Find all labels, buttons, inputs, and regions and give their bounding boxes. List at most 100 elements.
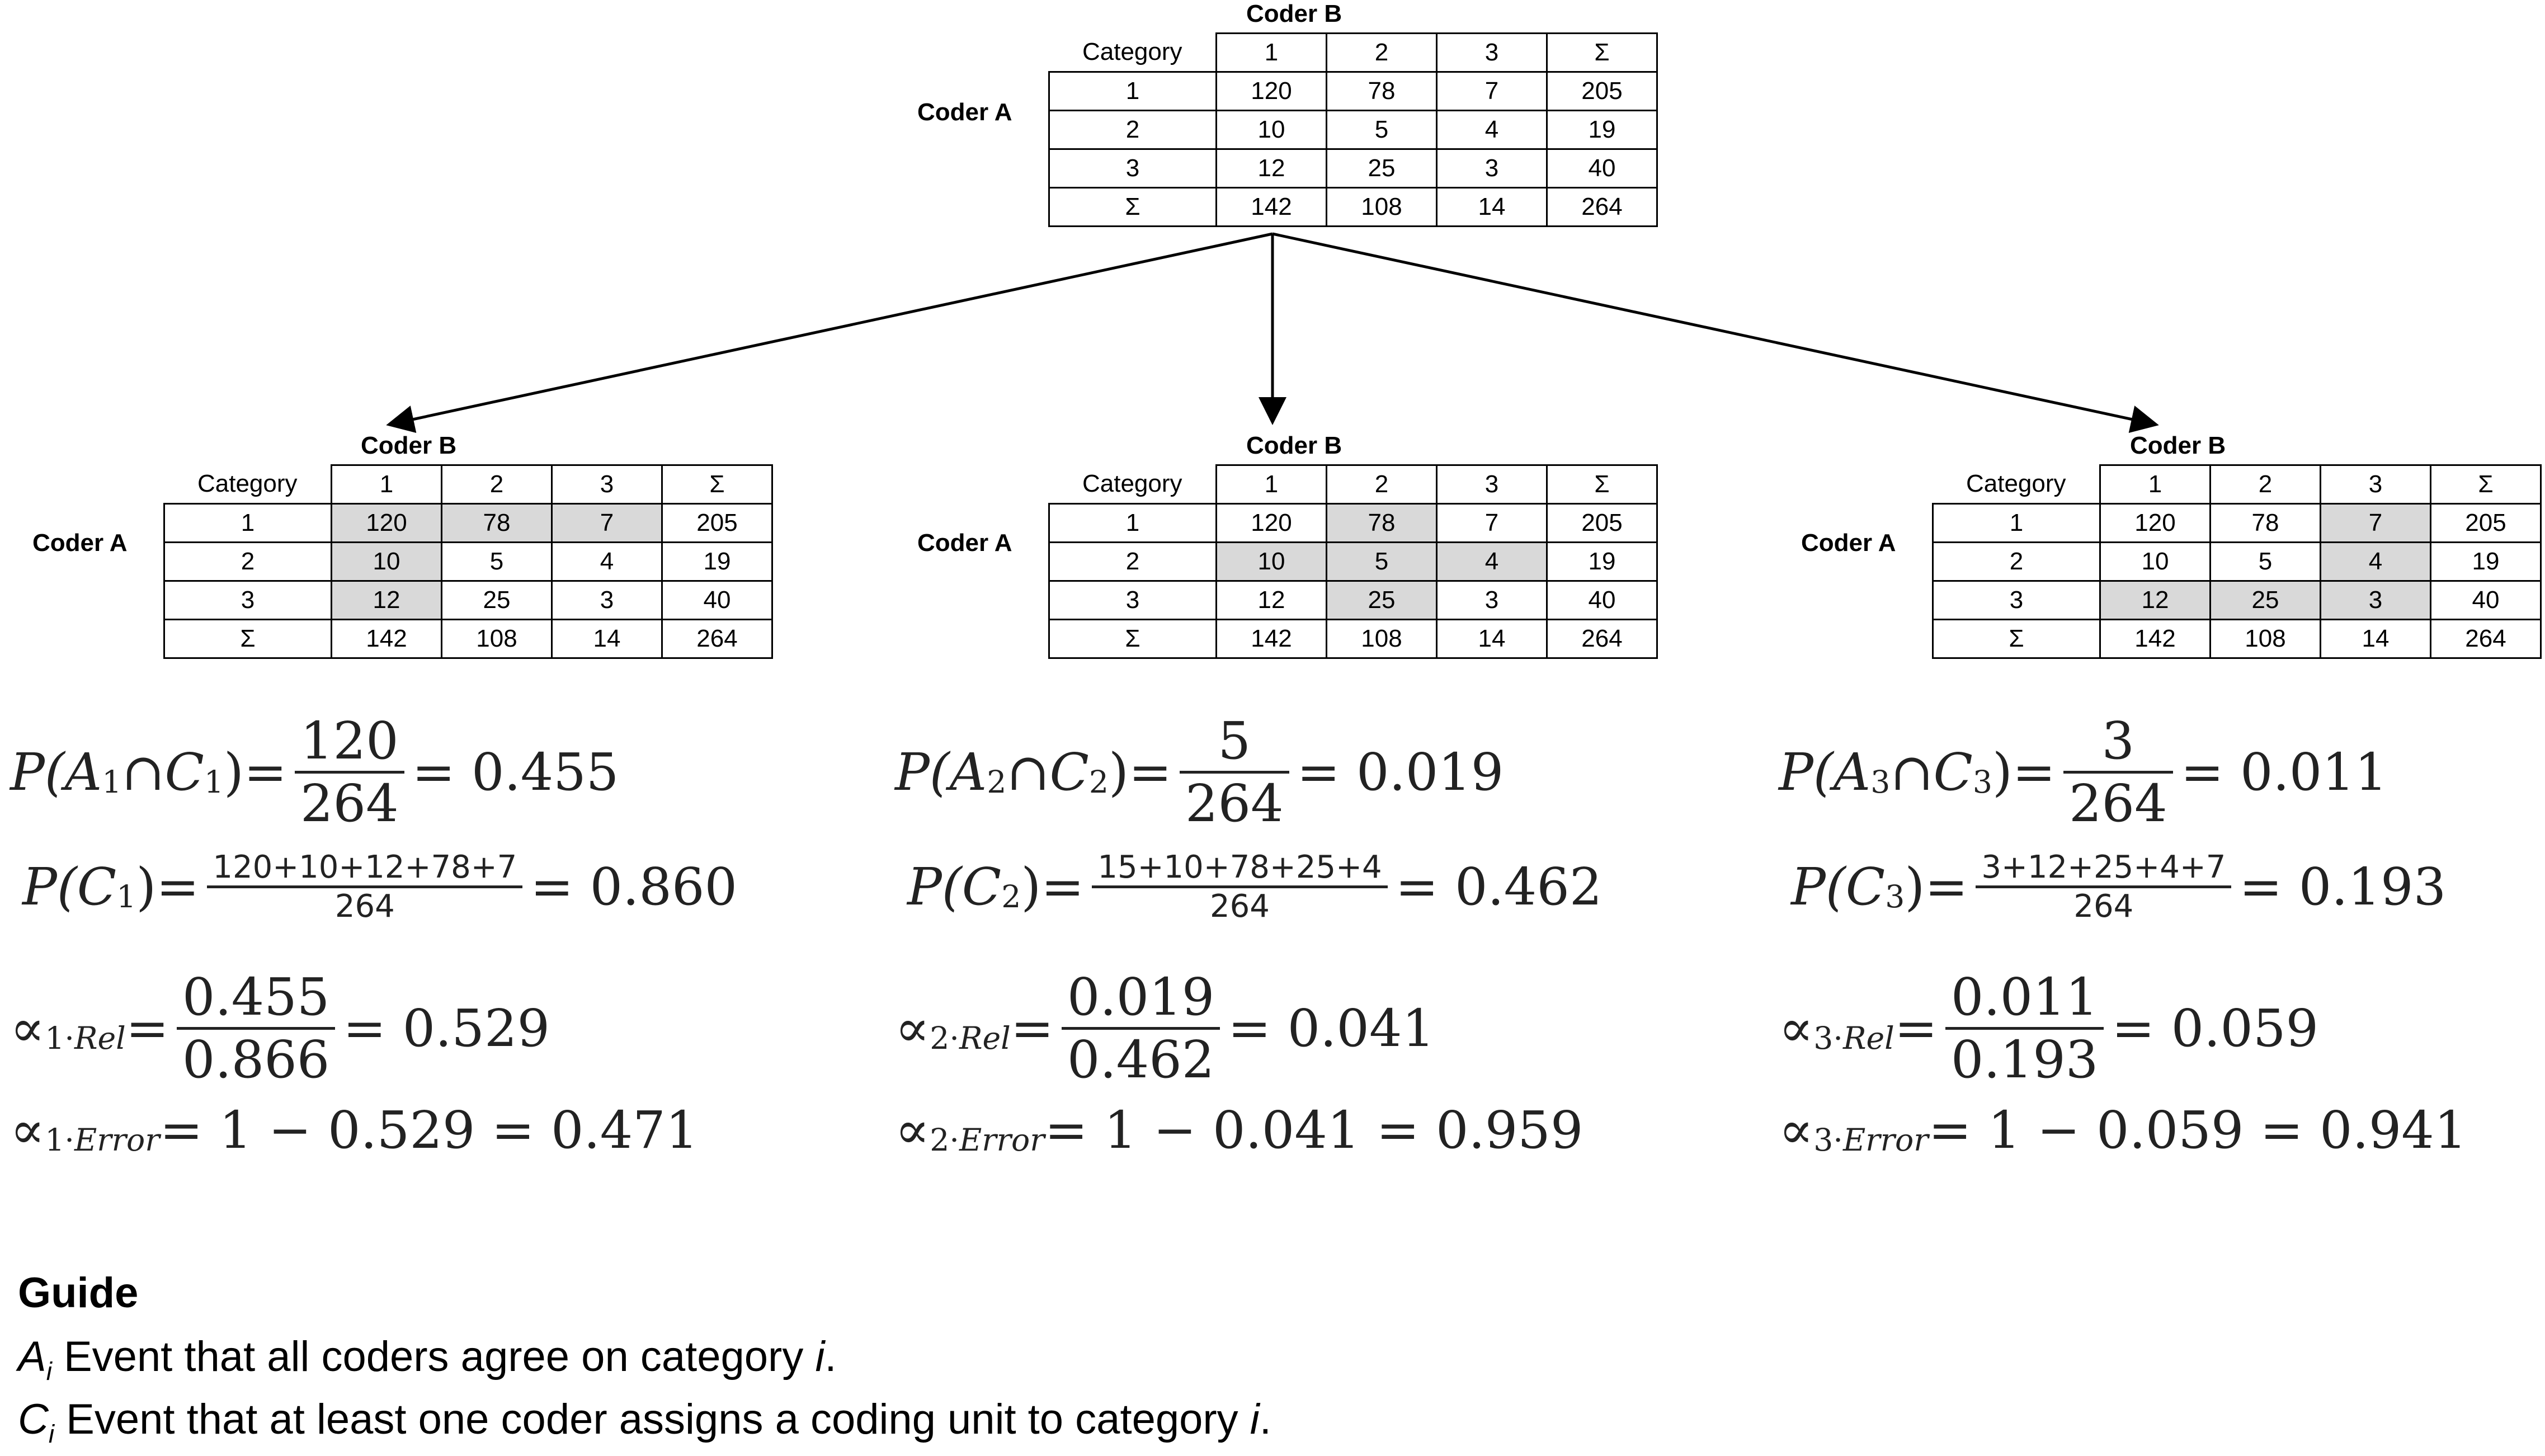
fraction-bar: [1976, 885, 2232, 888]
formula-part: )=: [1021, 856, 1085, 917]
formula-part: 2: [1088, 765, 1109, 801]
column-header: 1: [1215, 464, 1327, 505]
table-cell: 25: [1326, 148, 1438, 189]
formula-part: A: [949, 742, 987, 802]
formula-part: 3: [1972, 765, 1992, 801]
table-cell: 205: [661, 503, 773, 543]
formula-part: A: [64, 742, 102, 802]
row-header: 1: [1932, 503, 2101, 543]
table-cell: 12: [331, 580, 442, 620]
fraction-bar: [295, 770, 404, 774]
table-cell: 3: [1436, 580, 1548, 620]
table-cell: 10: [1215, 110, 1327, 150]
column-header: Σ: [661, 464, 773, 505]
formula-part: = 0.193: [2239, 856, 2447, 917]
table-cell: 10: [1215, 541, 1327, 582]
formula-part: =: [2012, 742, 2056, 802]
column-header: 2: [2209, 464, 2321, 505]
formula-part: Error: [959, 1123, 1045, 1159]
table-cell: 25: [1326, 580, 1438, 620]
table-cell: 7: [551, 503, 663, 543]
table-cell: 5: [2209, 541, 2321, 582]
column-header: 2: [1326, 32, 1438, 73]
fraction-numerator: 3: [2101, 710, 2135, 771]
column-header: 1: [331, 464, 442, 505]
formula-part: ∝: [1779, 998, 1814, 1058]
formula-part: = 1 − 0.529 = 0.471: [159, 1100, 699, 1160]
formula-part: ∩: [1006, 742, 1050, 802]
formula-part: C: [164, 742, 204, 802]
table-cell: 264: [1546, 619, 1658, 659]
table-cell: 120: [331, 503, 442, 543]
category-header: Category: [1049, 465, 1217, 505]
table-cell: 25: [2209, 580, 2321, 620]
row-header: 1: [163, 503, 332, 543]
table-cell: 12: [2099, 580, 2211, 620]
formula-part: ·: [64, 1123, 74, 1159]
formula-part: Rel: [959, 1021, 1011, 1057]
formula-part: ∩: [1890, 742, 1934, 802]
fraction-bar: [1945, 1026, 2104, 1030]
table-cell: 19: [2430, 541, 2542, 582]
fraction-numerator: 0.019: [1067, 967, 1215, 1027]
table-cell: 19: [1546, 541, 1658, 582]
formula-part: Rel: [74, 1021, 126, 1057]
formula-part: = 1 − 0.041 = 0.959: [1044, 1100, 1583, 1160]
formula-part: C: [1049, 742, 1089, 802]
column-header: 1: [1215, 32, 1327, 73]
formula-part: 2: [987, 765, 1007, 801]
formula-part: P(: [1779, 742, 1834, 802]
alpha-error-formula: ∝1·Error = 1 − 0.529 = 0.471: [10, 1096, 698, 1163]
formula-part: A: [1833, 742, 1871, 802]
table-cell: 40: [661, 580, 773, 620]
table-cell: 205: [1546, 71, 1658, 111]
guide-title: Guide: [18, 1269, 139, 1317]
fraction-denominator: 264: [2069, 773, 2167, 833]
column-header: 3: [2320, 464, 2431, 505]
table-cell: 108: [441, 619, 553, 659]
table-cell: 14: [1436, 187, 1548, 227]
formula-part: ∝: [895, 1100, 930, 1160]
formula-part: 1: [102, 765, 122, 801]
table-cell: 78: [2209, 503, 2321, 543]
coder-a-label: Coder A: [917, 529, 1012, 557]
category-header: Category: [1933, 465, 2101, 505]
formula-part: = 0.455: [412, 742, 619, 802]
formula-part: =: [1128, 742, 1172, 802]
fraction-bar: [1061, 1026, 1220, 1030]
formula-part: P(: [1791, 856, 1846, 917]
formula-part: 3: [1813, 1123, 1834, 1159]
fraction-denominator: 0.462: [1067, 1029, 1215, 1090]
formula-part: 2: [930, 1021, 950, 1057]
row-header: 3: [163, 580, 332, 620]
table-cell: 10: [2099, 541, 2211, 582]
table-cell: 142: [1215, 619, 1327, 659]
row-header: 2: [1048, 541, 1217, 582]
formula-part: ): [1992, 742, 2013, 802]
formula-part: = 0.529: [343, 998, 550, 1058]
fraction-numerator: 0.455: [182, 967, 330, 1027]
formula-part: ): [1109, 742, 1129, 802]
formula-part: ·: [949, 1021, 959, 1057]
coder-a-label: Coder A: [32, 529, 128, 557]
formula-part: ∝: [1779, 1100, 1814, 1160]
table-cell: 78: [441, 503, 553, 543]
column-header: 2: [441, 464, 553, 505]
fraction-denominator: 264: [1185, 773, 1284, 833]
table-cell: 14: [1436, 619, 1548, 659]
row-header: Σ: [1048, 619, 1217, 659]
